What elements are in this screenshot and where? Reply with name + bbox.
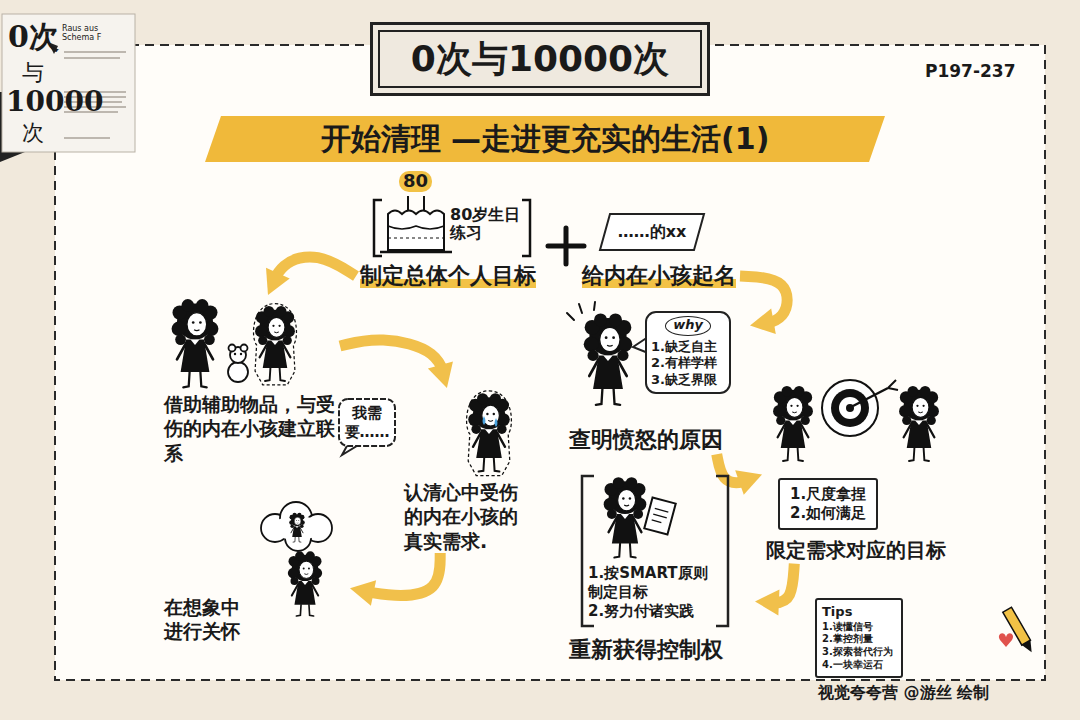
step-text: 认清心中受伤的内在小孩的真实需求. <box>404 480 530 553</box>
speech-bubble-text: 2.有样学样 <box>651 355 725 372</box>
step-label: 认清心中受伤的内在小孩的真实需求. <box>400 388 534 553</box>
list-box-body: 1.尺度拿捏2.如何满足 <box>780 480 876 528</box>
flow-arrow <box>350 553 440 606</box>
tips-box-text: 2.掌控剂量 <box>822 633 896 646</box>
speech-bubble-text: 1.缺乏自主 <box>651 339 725 356</box>
speech-bubble-body: why 1.缺乏自主2.有样学样3.缺乏界限 <box>645 311 731 394</box>
arrow-head <box>755 589 779 615</box>
flow-arrow <box>755 564 794 616</box>
cover-title: 次 <box>22 120 44 145</box>
name-tag-text: ……的xx <box>618 222 687 242</box>
question-word: why <box>665 316 711 336</box>
tips-box-body: Tips1.读懂信号2.掌控剂量3.探索替代行为4.一块幸运石 <box>817 600 901 676</box>
bubble-outline <box>646 312 730 393</box>
bracket-box-text: 2.努力付诸实践 <box>588 602 722 621</box>
bracket-box-body: 1.按SMART原则制定目标2.努力付诸实践 <box>580 474 730 628</box>
bracket-right <box>716 476 728 626</box>
step-label: 借助辅助物品，与受伤的内在小孩建立联系 <box>160 295 340 465</box>
step-text: 查明愤怒的原因 <box>569 426 746 454</box>
step-label-body: 认清心中受伤的内在小孩的真实需求. <box>400 388 534 553</box>
step-label: 重新获得控制权 1.按SMART原则制定目标2.努力付诸实践 <box>565 462 755 664</box>
list-box-text: 2.如何满足 <box>790 504 866 523</box>
tips-box: Tips1.读懂信号2.掌控剂量3.探索替代行为4.一块幸运石 <box>815 598 903 678</box>
title-banner-body: 开始清理 —走进更充实的生活(1) <box>205 116 885 162</box>
banner-band <box>205 116 885 162</box>
step-label: 在想象中进行关怀 <box>160 505 350 644</box>
title-banner: 开始清理 —走进更充实的生活(1) <box>205 116 885 162</box>
arrow-head <box>428 361 453 388</box>
bubble-outline <box>339 399 395 446</box>
cover-subtitle: Raus aus Schema F <box>62 24 126 42</box>
tips-box-text: 4.一块幸运石 <box>822 659 896 672</box>
exercise-label: 80岁生日练习 <box>450 206 522 243</box>
speech-bubble: 我需要…… <box>338 398 396 456</box>
title-box: 0次与10000次 <box>370 22 710 96</box>
step-text: 制定总体个人目标 <box>360 262 536 290</box>
step-label-body: 制定总体个人目标 <box>356 262 540 290</box>
tips-box-text: 1.读懂信号 <box>822 621 896 634</box>
speech-bubble: why 1.缺乏自主2.有样学样3.缺乏界限 <box>645 311 731 394</box>
speech-bubble-text: 3.缺乏界限 <box>651 372 725 389</box>
flow-arrow <box>740 276 787 334</box>
step-text: 限定需求对应的目标 <box>766 538 948 564</box>
step-label: 给内在小孩起名 <box>578 262 740 290</box>
step-label-body: 借助辅助物品，与受伤的内在小孩建立联系 <box>160 295 340 465</box>
tips-heading: Tips <box>822 604 896 621</box>
flow-arrow <box>717 454 762 495</box>
parallelogram <box>600 214 704 250</box>
bracket-box-text: 1.按SMART原则制定目标 <box>588 564 722 602</box>
speech-bubble-text: 我需要…… <box>344 404 390 442</box>
list-box-text: 1.尺度拿捏 <box>790 485 866 504</box>
name-tag-body: ……的xx <box>598 212 706 252</box>
step-text: 重新获得控制权 <box>569 636 751 664</box>
step-text: 给内在小孩起名 <box>582 262 736 290</box>
cover-title: 0次 <box>8 20 59 55</box>
step-text: 借助辅助物品，与受伤的内在小孩建立联系 <box>164 392 336 465</box>
step-label: 查明愤怒的原因 why 1.缺乏自主2.有样学样3.缺乏界限 <box>565 308 750 454</box>
step-label-body: 给内在小孩起名 <box>578 262 740 290</box>
arrow-head <box>350 580 376 605</box>
flow-arrow <box>340 340 453 388</box>
title-text: 0次与10000次 <box>411 35 669 84</box>
credit: 视觉夸夸营 @游丝 绘制 <box>818 684 989 702</box>
tips-box-text: 3.探索替代行为 <box>822 646 896 659</box>
arrow-head <box>266 268 290 295</box>
arrow-shaft <box>340 340 447 388</box>
step-label: 制定总体个人目标 <box>356 262 540 290</box>
step-label-body: 重新获得控制权 <box>565 462 755 664</box>
title-banner-text: 开始清理 —走进更充实的生活(1) <box>321 120 770 158</box>
step-label-body: 限定需求对应的目标 <box>762 370 952 564</box>
step-label-body: 在想象中进行关怀 <box>160 505 258 644</box>
list-box: 1.尺度拿捏2.如何满足 <box>778 478 878 530</box>
page-range: P197-237 <box>925 62 1016 82</box>
arrow-head <box>735 470 762 495</box>
candle-number: 80 <box>399 171 432 192</box>
bracket-box: 1.按SMART原则制定目标2.努力付诸实践 <box>580 474 730 628</box>
arrow-head <box>750 308 776 334</box>
step-label: 限定需求对应的目标 1.尺度拿捏2.如何满足 <box>762 370 952 564</box>
cover-title: 10000 <box>6 86 103 118</box>
speech-bubble-body: 我需要…… <box>338 398 396 456</box>
cover-title: 与 <box>22 60 44 85</box>
flow-arrow <box>266 257 356 295</box>
step-text: 在想象中进行关怀 <box>164 595 254 644</box>
name-tag: ……的xx <box>598 212 706 252</box>
